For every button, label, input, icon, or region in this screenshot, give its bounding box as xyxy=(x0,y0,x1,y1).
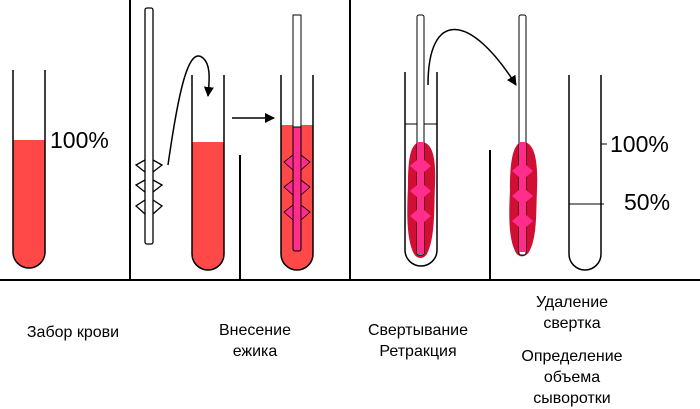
caption-clot-removal: Удаление свертка xyxy=(535,294,609,332)
insert-arrow xyxy=(167,55,214,166)
tube-clot-retraction xyxy=(404,14,438,267)
tube-outline xyxy=(280,75,314,271)
tube-blood-draw xyxy=(12,70,46,269)
tube-outline xyxy=(568,75,602,271)
caption-hedgehog-insertion: Внесение ежика xyxy=(219,322,291,360)
level-label-100-right: 100% xyxy=(610,131,669,157)
removed-clot xyxy=(509,14,538,257)
level-label-100-left: 100% xyxy=(50,127,109,153)
caption-serum-volume: Определение объема сыворотки xyxy=(521,348,623,407)
tube-serum-volume xyxy=(568,75,607,271)
tube-with-hedgehog xyxy=(280,14,314,271)
hedgehog-rod xyxy=(134,7,164,245)
tube-outline xyxy=(191,75,225,271)
tube-before-insertion xyxy=(191,75,225,271)
caption-blood-draw: Забор крови xyxy=(26,324,120,341)
level-label-50-right: 50% xyxy=(624,189,670,215)
blood-fill xyxy=(192,142,224,270)
removal-arrow xyxy=(427,28,517,86)
tube-outline xyxy=(404,72,438,267)
blood-fill xyxy=(13,140,45,268)
tube-outline xyxy=(12,70,46,269)
caption-clotting-retraction: Свертывание Ретракция xyxy=(367,322,469,360)
hedgehog-spikes xyxy=(283,154,311,221)
